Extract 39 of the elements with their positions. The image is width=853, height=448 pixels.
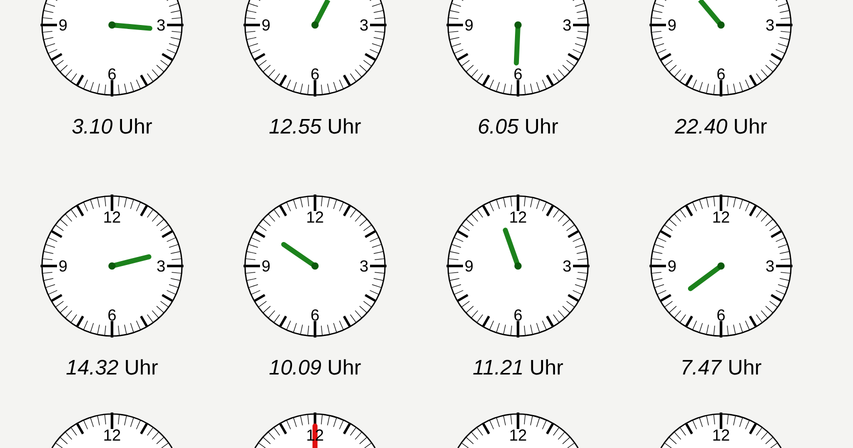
dial-number: 3 [360, 260, 368, 272]
dial-number: 6 [717, 309, 725, 321]
time-label: 3.10 Uhr [72, 118, 152, 134]
dial-number: 3 [766, 19, 774, 31]
dial-number: 3 [563, 260, 571, 272]
dial-number: 6 [311, 68, 319, 80]
dial-number: 12 [510, 211, 526, 223]
dial-number: 12 [713, 211, 730, 223]
dial-number: 3 [360, 19, 368, 31]
dial-number: 6 [514, 309, 522, 321]
dial-number: 12 [104, 429, 120, 441]
dial-number: 9 [59, 260, 67, 272]
dial-number: 6 [514, 68, 522, 80]
dial-number: 3 [563, 19, 571, 31]
time-label: 6.05 Uhr [478, 118, 558, 134]
dial-number: 9 [262, 260, 270, 272]
dial-number: 3 [157, 19, 165, 31]
time-label: 14.32 Uhr [66, 359, 158, 375]
dial-number: 12 [104, 211, 120, 223]
dial-number: 12 [510, 429, 526, 441]
dial-number: 9 [465, 260, 473, 272]
dial-number: 3 [157, 260, 165, 272]
dial-number: 9 [59, 19, 67, 31]
dial-number: 6 [311, 309, 319, 321]
dial-number: 3 [766, 260, 774, 272]
dial-number: 9 [668, 19, 676, 31]
dial-number: 9 [262, 19, 270, 31]
dial-number: 9 [465, 19, 473, 31]
time-label: 7.47 Uhr [682, 359, 762, 375]
time-label: 11.21 Uhr [473, 359, 563, 375]
dial-number: 12 [307, 211, 324, 223]
time-label: 10.09 Uhr [269, 359, 361, 375]
dial-number: 6 [717, 68, 725, 80]
dial-number: 6 [108, 309, 116, 321]
dial-number: 12 [713, 429, 730, 441]
time-label: 12.55 Uhr [269, 118, 361, 134]
dial-number: 6 [108, 68, 116, 80]
time-label: 22.40 Uhr [674, 118, 767, 134]
dial-number: 9 [668, 260, 676, 272]
